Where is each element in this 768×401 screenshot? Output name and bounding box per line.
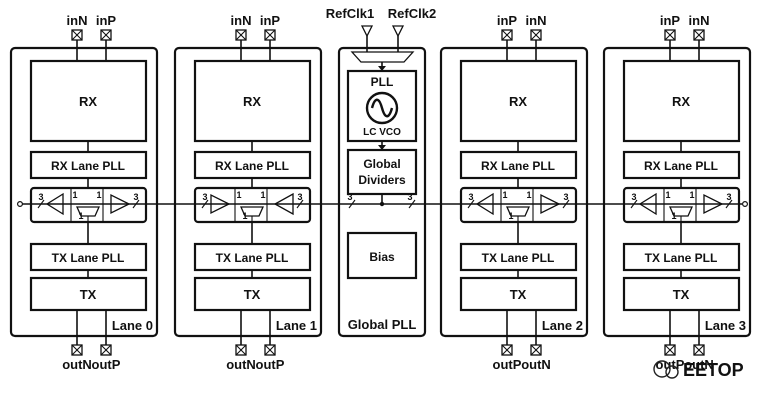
input-pin-label: inP — [260, 13, 281, 28]
input-pin-label: inP — [497, 13, 518, 28]
bus-width-label: 3 — [347, 192, 352, 202]
bus-width-label: 3 — [468, 192, 473, 202]
bus-width-label: 3 — [726, 192, 731, 202]
rx-lane-pll-label: RX Lane PLL — [481, 159, 555, 173]
global-pll-label: Global PLL — [348, 317, 417, 332]
clock-mux-icon — [505, 206, 531, 217]
rx-block — [459, 59, 578, 143]
bus-terminal-right-icon — [741, 201, 748, 208]
output-pin-label: outN — [226, 357, 256, 372]
input-pin-label: inN — [689, 13, 710, 28]
rx-lane-pll-block — [193, 150, 312, 180]
tap-width-label: 1 — [78, 211, 83, 221]
global-pll-block: RefClk1 RefClk2 PLL LC VCO Global Divide… — [326, 6, 436, 338]
bus-width-label: 3 — [297, 192, 302, 202]
refclk1-label: RefClk1 — [326, 6, 374, 21]
pll-label: PLL — [371, 75, 394, 89]
input-pin-label: inN — [231, 13, 252, 28]
tx-label: TX — [244, 287, 261, 302]
output-pin-label: outN — [521, 357, 551, 372]
refclk2-input-icon — [391, 25, 405, 38]
bias-label: Bias — [369, 250, 395, 264]
global-dividers-line2: Dividers — [358, 173, 406, 187]
lane-0: inN inP RX RX Lane PLL 3 3 1 1 1 TX Lane PLL TX out… — [9, 13, 159, 372]
tap-width-label: 1 — [242, 211, 247, 221]
lane-1: inN inP RX RX Lane PLL 3 3 1 1 1 TX Lane PLL TX out… — [173, 13, 323, 372]
bus-width-label: 3 — [563, 192, 568, 202]
tap-width-label: 1 — [502, 190, 507, 200]
bus-width-label: 3 — [133, 192, 138, 202]
tx-label: TX — [80, 287, 97, 302]
clock-bus: 3 3 — [17, 192, 748, 209]
bus-terminal-left-icon — [17, 201, 24, 208]
lane-label: Lane 0 — [112, 318, 153, 333]
output-pin-label: outP — [92, 357, 121, 372]
tx-block — [193, 276, 312, 312]
tx-lane-pll-label: TX Lane PLL — [216, 251, 289, 265]
tx-block — [29, 276, 148, 312]
watermark-text: EETOP — [683, 360, 744, 380]
lane-label: Lane 3 — [705, 318, 746, 333]
bus-width-label: 3 — [631, 192, 636, 202]
tx-lane-pll-label: TX Lane PLL — [645, 251, 718, 265]
rx-lane-pll-label: RX Lane PLL — [215, 159, 289, 173]
tap-width-label: 1 — [526, 190, 531, 200]
input-pin-label: inP — [660, 13, 681, 28]
rx-lane-pll-label: RX Lane PLL — [644, 159, 718, 173]
input-pin-label: inN — [67, 13, 88, 28]
rx-label: RX — [509, 94, 527, 109]
bus-width-label: 3 — [202, 192, 207, 202]
clock-mux-icon — [75, 206, 101, 217]
bus-width-label: 3 — [407, 192, 412, 202]
tx-lane-pll-label: TX Lane PLL — [482, 251, 555, 265]
output-pin-label: outP — [493, 357, 522, 372]
input-pin-label: inN — [526, 13, 547, 28]
tap-width-label: 1 — [72, 190, 77, 200]
output-pin-label: outN — [684, 357, 714, 372]
vco-label: LC VCO — [363, 127, 401, 138]
bus-width-label: 3 — [38, 192, 43, 202]
tap-width-label: 1 — [689, 190, 694, 200]
wechat-icon — [653, 360, 671, 378]
tx-lane-pll-block — [29, 242, 148, 272]
refclk2-label: RefClk2 — [388, 6, 436, 21]
tap-width-label: 1 — [671, 211, 676, 221]
global-dividers-box — [346, 148, 418, 196]
rx-label: RX — [79, 94, 97, 109]
rx-label: RX — [672, 94, 690, 109]
rx-block — [622, 59, 741, 143]
rx-block — [193, 59, 312, 143]
tap-width-label: 1 — [665, 190, 670, 200]
global-dividers-line1: Global — [363, 157, 400, 171]
clock-mux-icon — [239, 206, 265, 217]
tap-width-label: 1 — [96, 190, 101, 200]
tap-width-label: 1 — [260, 190, 265, 200]
tx-label: TX — [510, 287, 527, 302]
input-pin-label: inP — [96, 13, 117, 28]
tap-width-label: 1 — [236, 190, 241, 200]
rx-label: RX — [243, 94, 261, 109]
tx-block — [459, 276, 578, 312]
refclk-mux-icon — [350, 51, 415, 63]
lane-2: inP inN RX RX Lane PLL 3 3 1 1 1 TX Lane PLL TX out… — [439, 13, 589, 372]
tx-label: TX — [673, 287, 690, 302]
rx-lane-pll-label: RX Lane PLL — [51, 159, 125, 173]
tx-lane-pll-block — [622, 242, 741, 272]
refclk1-input-icon — [360, 25, 374, 38]
bias-box — [346, 231, 418, 280]
lane-3: inP inN RX RX Lane PLL 3 3 1 1 1 TX Lane PLL TX out… — [602, 13, 752, 372]
tx-block — [622, 276, 741, 312]
tx-lane-pll-label: TX Lane PLL — [52, 251, 125, 265]
lane-label: Lane 1 — [276, 318, 317, 333]
output-pin-label: outN — [62, 357, 92, 372]
watermark: EETOP — [653, 360, 744, 380]
clock-mux-icon — [668, 206, 694, 217]
output-pin-label: outP — [256, 357, 285, 372]
tap-width-label: 1 — [508, 211, 513, 221]
lane-label: Lane 2 — [542, 318, 583, 333]
